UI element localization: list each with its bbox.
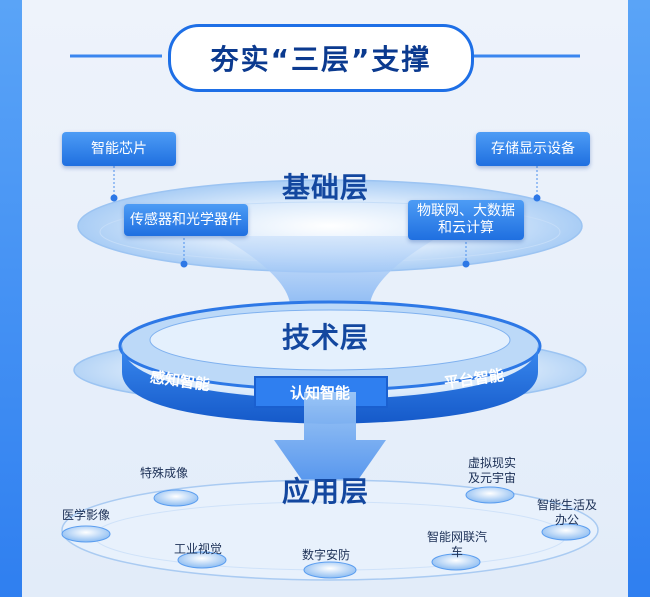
- app-vr-metaverse: 虚拟现实及元宇宙: [467, 456, 516, 485]
- title-pill: 夯实“三层”支撑: [168, 24, 474, 92]
- chip-sensors-optics: 传感器和光学器件: [124, 204, 248, 236]
- chip-iot-bigdata-cloud: 物联网、大数据和云计算: [408, 200, 524, 240]
- page-title: 夯实“三层”支撑: [210, 43, 432, 76]
- app-layer-title: 应用层: [282, 475, 370, 508]
- band-cognition: 认知智能: [290, 384, 351, 402]
- chip-storage-display: 存储显示设备: [476, 132, 590, 166]
- app-special-imaging: 特殊成像: [140, 466, 189, 480]
- chip-smart-chip: 智能芯片: [62, 132, 176, 166]
- app-digital-security: 数字安防: [302, 548, 351, 562]
- app-medical-imaging: 医学影像: [62, 508, 111, 522]
- tech-layer-title: 技术层: [282, 321, 370, 354]
- app-smart-life-office: 智能生活及办公: [536, 498, 597, 527]
- base-layer-title: 基础层: [282, 171, 370, 204]
- app-cups: [61, 486, 591, 579]
- app-connected-vehicles: 智能网联汽车: [426, 530, 487, 559]
- app-industrial-vision: 工业视觉: [174, 542, 223, 556]
